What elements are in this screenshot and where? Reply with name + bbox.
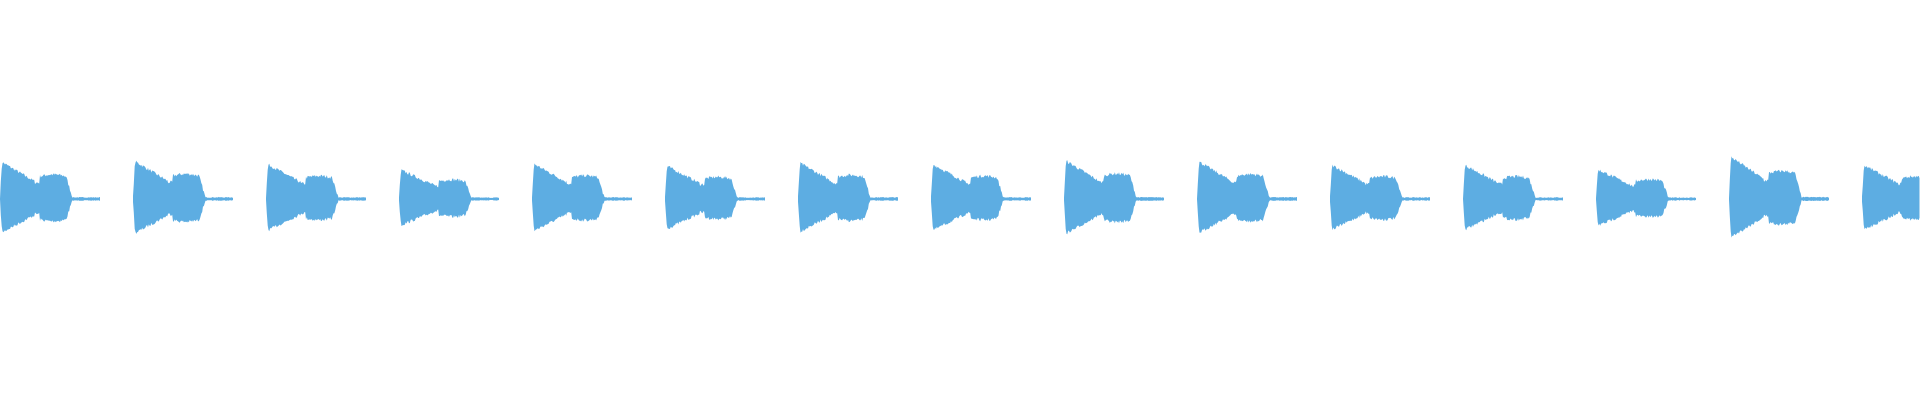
waveform-segment [1596,169,1696,226]
waveform-segment [1197,161,1297,233]
waveform-segment [399,169,499,227]
waveform-segment [532,163,632,232]
waveform-segment [1463,164,1563,231]
waveform-segment [1862,165,1920,230]
waveform-segment [1330,164,1430,231]
waveform-segment [1729,156,1829,238]
waveform-segment [133,160,233,234]
waveform-segment [266,163,366,232]
waveform-segment [798,161,898,233]
waveform-segment [0,162,100,233]
waveform-segment [665,166,765,229]
waveform-segment [1064,160,1164,235]
waveform-segment [931,165,1031,230]
